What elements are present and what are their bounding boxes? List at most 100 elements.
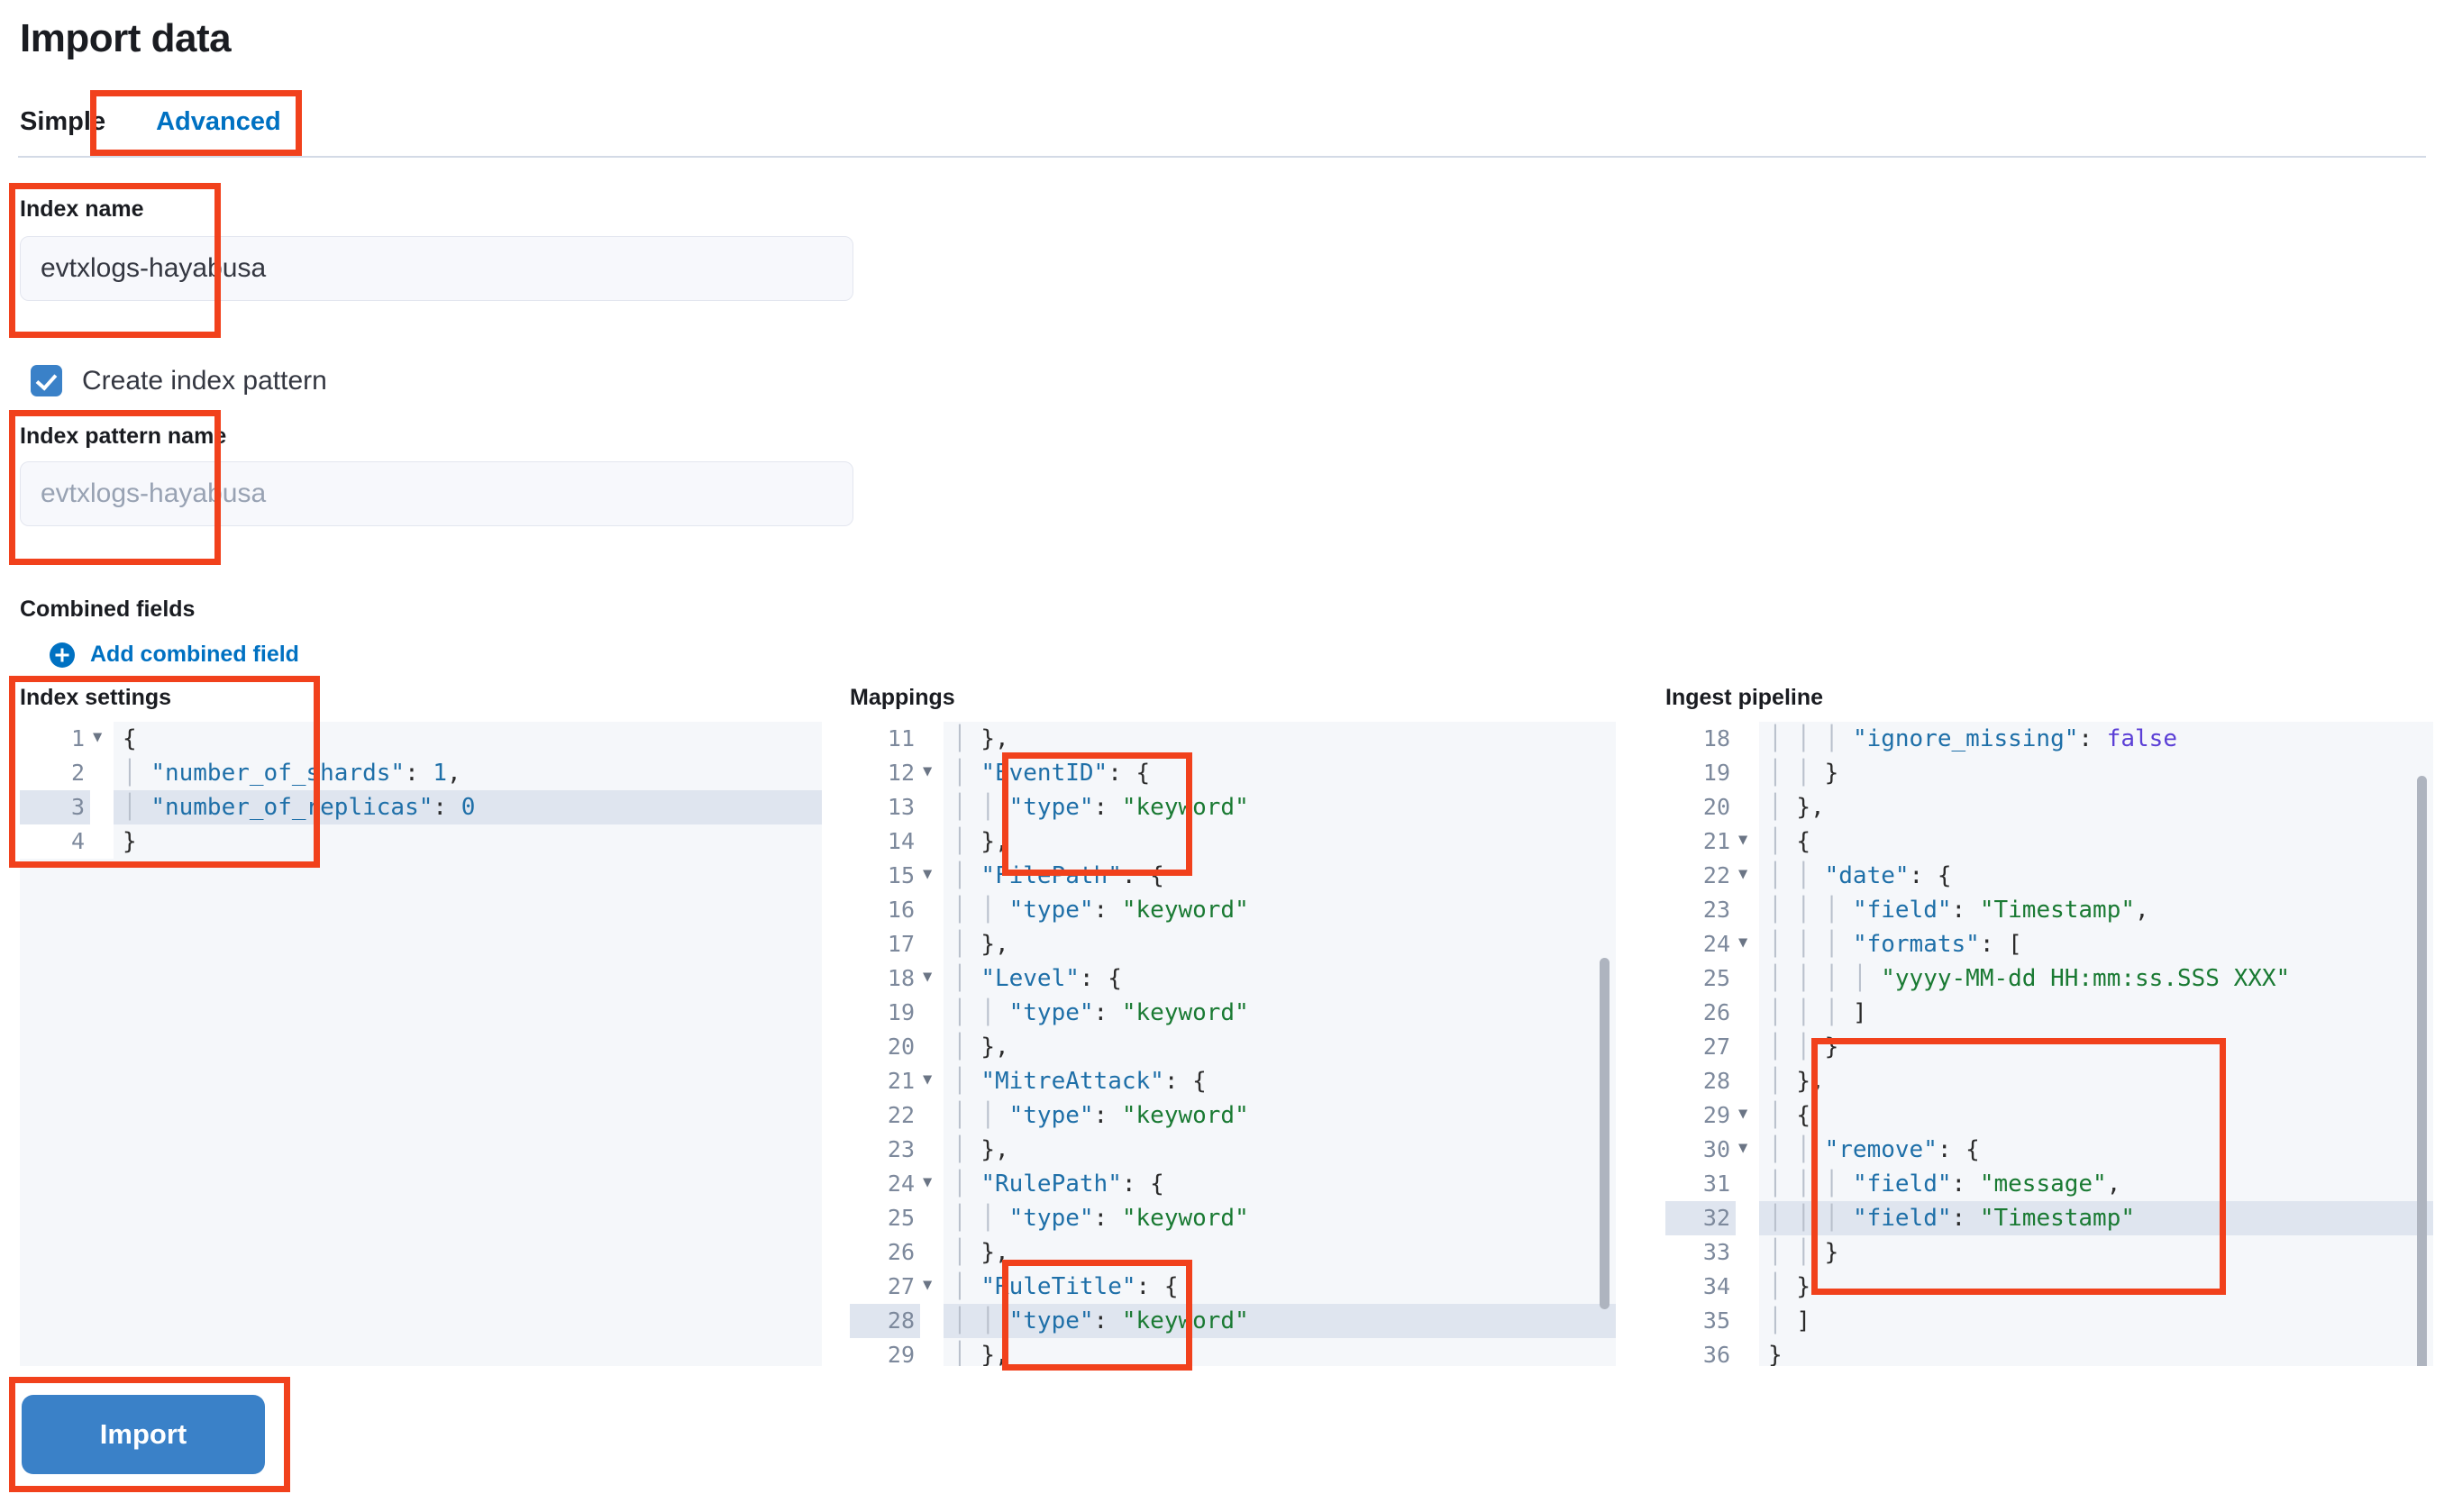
line-number: 24 [850,1167,920,1201]
code-line: 18▼ │ "Level": { [850,961,1616,996]
index-settings-editor[interactable]: 1▼{2│ "number_of_shards": 1,3│ "number_o… [20,722,822,1366]
code-text: │ "Level": { [953,965,1122,992]
line-number: 31 [1665,1167,1736,1201]
fold-caret-icon[interactable]: ▼ [1736,1098,1759,1133]
fold-caret-icon[interactable]: ▼ [1736,927,1759,961]
import-button[interactable]: Import [22,1395,265,1474]
add-combined-field-button[interactable]: Add combined field [50,642,299,668]
line-number: 18 [850,961,920,996]
fold-caret-icon[interactable]: ▼ [1736,1133,1759,1167]
code-line: 14│ }, [850,824,1616,859]
code-line: 1▼{ [20,722,822,756]
line-number: 15 [850,859,920,893]
fold-spacer [920,1030,944,1064]
index-name-input[interactable]: evtxlogs-hayabusa [20,236,853,301]
code-text: │ "EventID": { [953,760,1151,787]
fold-spacer [1736,1338,1759,1366]
fold-caret-icon[interactable]: ▼ [1736,824,1759,859]
code-line: 26│ }, [850,1235,1616,1270]
fold-spacer [1736,1064,1759,1098]
create-index-pattern-row[interactable]: Create index pattern [31,365,327,396]
code-text: │ }, [953,1034,1009,1061]
line-number: 3 [20,790,90,824]
line-number: 21 [850,1064,920,1098]
code-text: │ }, [1768,1068,1825,1095]
code-text: │ │ "type": "keyword" [953,1102,1249,1129]
ingest-pipeline-panel: Ingest pipeline 18│ │ │ "ignore_missing"… [1665,685,2433,1366]
mappings-scrollbar[interactable] [1600,958,1610,1309]
fold-spacer [1736,790,1759,824]
code-line: 24▼│ │ │ "formats": [ [1665,927,2433,961]
code-text: │ "MitreAttack": { [953,1068,1207,1095]
code-line: 16 │ │ "type": "keyword" [850,893,1616,927]
code-line: 17│ }, [850,927,1616,961]
code-text: │ │ "type": "keyword" [944,1304,1616,1338]
line-number: 2 [20,756,90,790]
line-number: 20 [1665,790,1736,824]
tab-advanced[interactable]: Advanced [156,107,287,157]
mappings-title: Mappings [850,685,955,710]
code-text: │ }, [953,1342,1009,1366]
index-pattern-name-label: Index pattern name [20,424,227,449]
code-text: │ }, [953,828,1009,855]
code-text: │ │ "remove": { [1768,1136,1980,1163]
fold-caret-icon[interactable]: ▼ [920,1167,944,1201]
create-index-pattern-checkbox[interactable] [31,365,62,396]
code-line: 30▼│ │ "remove": { [1665,1133,2433,1167]
code-text: │ │ } [1768,1239,1839,1266]
code-text: │ │ "type": "keyword" [953,897,1249,924]
fold-caret-icon[interactable]: ▼ [920,756,944,790]
line-number: 22 [1665,859,1736,893]
fold-spacer [920,927,944,961]
code-line: 25│ │ │ │ "yyyy-MM-dd HH:mm:ss.SSS XXX" [1665,961,2433,996]
code-text: │ │ } [1768,760,1839,787]
index-pattern-name-input[interactable]: evtxlogs-hayabusa [20,461,853,526]
fold-caret-icon[interactable]: ▼ [920,961,944,996]
code-line: 35│ ] [1665,1304,2433,1338]
code-text: │ { [1768,1102,1810,1129]
code-text: │ │ } [1768,1034,1839,1061]
fold-spacer [1736,722,1759,756]
code-line: 23│ │ │ "field": "Timestamp", [1665,893,2433,927]
code-text: { [123,725,137,752]
line-number: 27 [850,1270,920,1304]
line-number: 17 [850,927,920,961]
code-text: │ } [1768,1273,1810,1300]
code-line: 15▼│ "FilePath": { [850,859,1616,893]
line-number: 26 [850,1235,920,1270]
fold-caret-icon[interactable]: ▼ [90,722,114,756]
fold-caret-icon[interactable]: ▼ [1736,859,1759,893]
ingest-pipeline-scrollbar[interactable] [2417,776,2427,1366]
fold-caret-icon[interactable]: ▼ [920,1064,944,1098]
fold-spacer [920,1098,944,1133]
tab-simple[interactable]: Simple [20,107,106,136]
code-line: 26 │ │ │ ] [1665,996,2433,1030]
fold-caret-icon[interactable]: ▼ [920,1270,944,1304]
code-line: 36} [1665,1338,2433,1366]
fold-spacer [1736,893,1759,927]
fold-spacer [1736,996,1759,1030]
code-text: │ │ │ "field": "message", [1768,1170,2121,1198]
fold-caret-icon[interactable]: ▼ [920,859,944,893]
code-line: 34 │ } [1665,1270,2433,1304]
code-text: │ "number_of_shards": 1, [123,760,461,787]
code-line: 4} [20,824,822,859]
line-number: 16 [850,893,920,927]
code-text: │ "RulePath": { [953,1170,1164,1198]
code-line: 20│ }, [850,1030,1616,1064]
line-number: 34 [1665,1270,1736,1304]
code-text: │ │ "date": { [1768,862,1952,889]
page-title: Import data [20,16,232,60]
line-number: 28 [850,1304,920,1338]
code-line: 27│ │ } [1665,1030,2433,1064]
fold-spacer [920,1338,944,1366]
line-number: 26 [1665,996,1736,1030]
code-text: │ │ │ ] [1768,999,1867,1026]
line-number: 28 [1665,1064,1736,1098]
mappings-editor[interactable]: 11│ },12▼│ "EventID": {13│ │ "type": "ke… [850,722,1616,1366]
code-line: 32│ │ │ "field": "Timestamp" [1665,1201,2433,1235]
fold-spacer [920,1133,944,1167]
fold-spacer [920,1201,944,1235]
code-text: │ │ "type": "keyword" [953,1205,1249,1232]
